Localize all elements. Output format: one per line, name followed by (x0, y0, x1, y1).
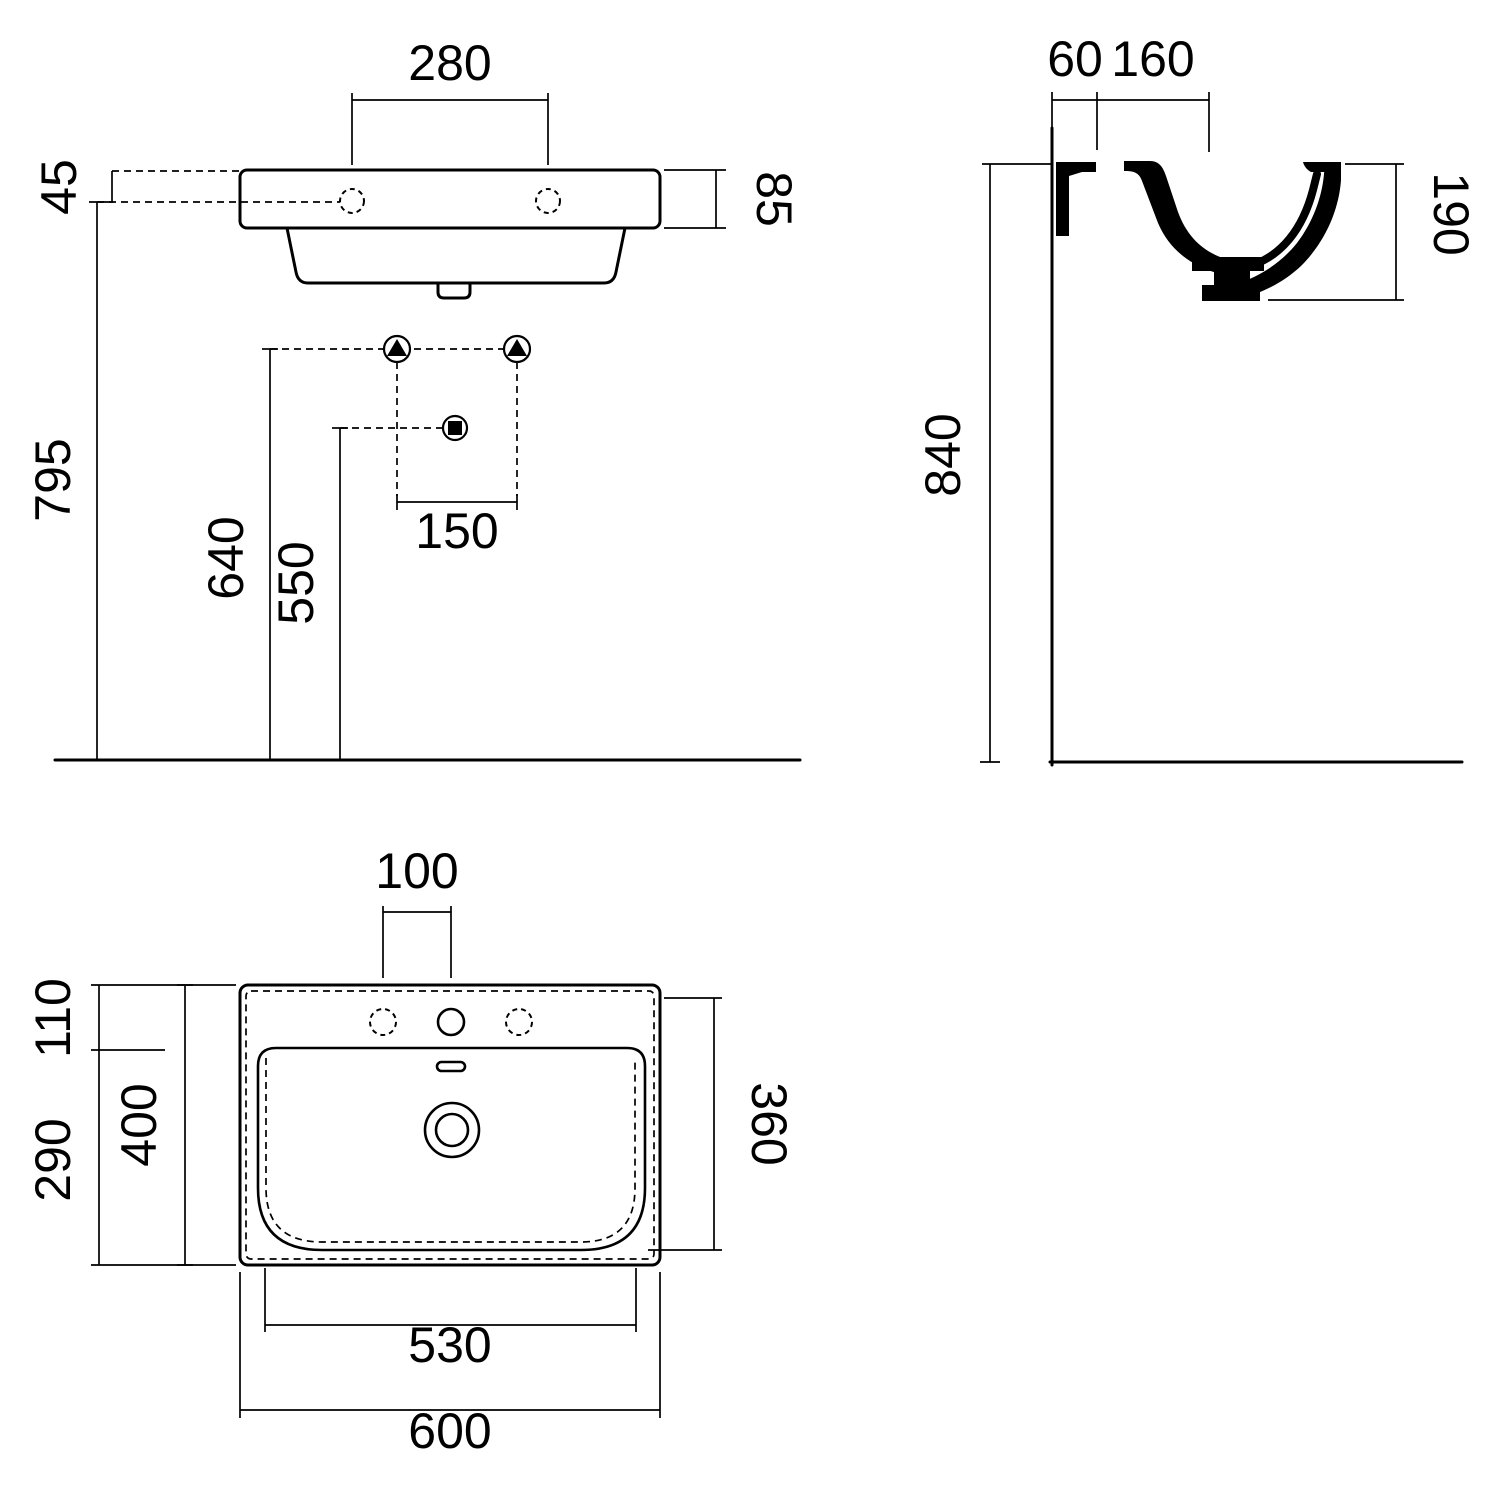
tap-holes-front (339, 188, 561, 214)
plan-hidden-edge (245, 990, 655, 1260)
bracket-triangle-icon (387, 339, 407, 356)
dim-depth-split: 110 290 (25, 978, 236, 1266)
dim-top-to-tap-hole: 45 (31, 159, 340, 215)
bowl-hidden-floor-edge (265, 1058, 636, 1243)
dim-label-640: 640 (198, 516, 254, 599)
dim-overall-width: 600 (239, 1272, 661, 1459)
dim-basin-height: 190 (1268, 163, 1479, 301)
tap-hole-center-icon (436, 1007, 466, 1037)
mounting-bracket-symbol-right (502, 334, 532, 364)
drain-outer-circle (423, 1101, 481, 1159)
front-elevation-view: 280 45 85 795 (25, 35, 802, 762)
drain-square-icon (448, 421, 462, 435)
dim-rim-height: 85 (664, 169, 802, 229)
dim-label-550: 550 (268, 541, 324, 624)
dim-tap-hole-spacing: 280 (351, 35, 549, 165)
drain-inner-circle (434, 1112, 470, 1148)
dim-label-400: 400 (111, 1083, 167, 1166)
dim-label-85: 85 (746, 171, 802, 227)
section-back-fixture (1056, 162, 1082, 236)
tap-hole-left-icon (369, 1008, 397, 1036)
basin-rim-front (238, 168, 662, 230)
dim-label-530: 530 (408, 1317, 491, 1373)
dim-floor-to-drain: 550 (268, 427, 348, 760)
drain-outlet-symbol (441, 414, 469, 442)
dim-label-360: 360 (741, 1082, 797, 1165)
plan-view: 100 110 290 400 360 (25, 843, 797, 1459)
dim-label-100: 100 (375, 843, 458, 899)
tap-hole-right-icon (505, 1008, 533, 1036)
section-rim-cap (1303, 162, 1341, 172)
dim-floor-to-brackets: 640 (198, 348, 278, 760)
tap-hole-right-icon (535, 188, 561, 214)
tap-hole-left-icon (339, 188, 365, 214)
dim-label-290: 290 (25, 1118, 81, 1201)
side-section-view: 60 160 190 840 (915, 31, 1479, 767)
dim-label-840: 840 (915, 413, 971, 496)
mounting-connector-lines (270, 348, 518, 496)
drain-stub-front (436, 281, 472, 300)
dim-label-60: 60 (1047, 31, 1103, 87)
section-bowl-front-surface (1243, 170, 1321, 271)
dim-floor-to-rim-underside: 795 (25, 201, 113, 760)
section-bowl-back-wall (1124, 161, 1238, 277)
basin-body-front (285, 226, 627, 285)
mounting-bracket-symbol-left (382, 334, 412, 364)
dim-floor-to-rim: 840 (915, 163, 1052, 763)
basin-cross-section (1056, 161, 1341, 301)
dim-overall-depth: 400 (111, 984, 193, 1266)
dim-tap-hole-pitch: 100 (375, 843, 459, 978)
dim-label-795: 795 (25, 438, 81, 521)
dim-bowl-depth: 360 (648, 997, 797, 1251)
overflow-slot-icon (435, 1060, 467, 1073)
dim-bracket-spacing: 150 (396, 494, 518, 559)
dim-bowl-width: 530 (264, 1268, 637, 1373)
dim-label-160: 160 (1111, 31, 1194, 87)
tap-holes-plan (369, 1007, 533, 1037)
dim-label-150: 150 (415, 503, 498, 559)
section-deck (1082, 162, 1096, 172)
dim-label-600: 600 (408, 1403, 491, 1459)
bowl-outline (256, 1046, 647, 1252)
dim-label-280: 280 (408, 35, 491, 91)
dim-wall-to-tap-hole: 60 160 (1047, 31, 1210, 152)
washbasin-front-outline (238, 168, 662, 300)
dim-label-45: 45 (31, 159, 87, 215)
dim-label-110: 110 (25, 978, 81, 1058)
bracket-triangle-icon (507, 339, 527, 356)
dim-label-190: 190 (1423, 172, 1479, 255)
drain-plan (423, 1101, 481, 1159)
section-front-rim (1236, 162, 1341, 298)
